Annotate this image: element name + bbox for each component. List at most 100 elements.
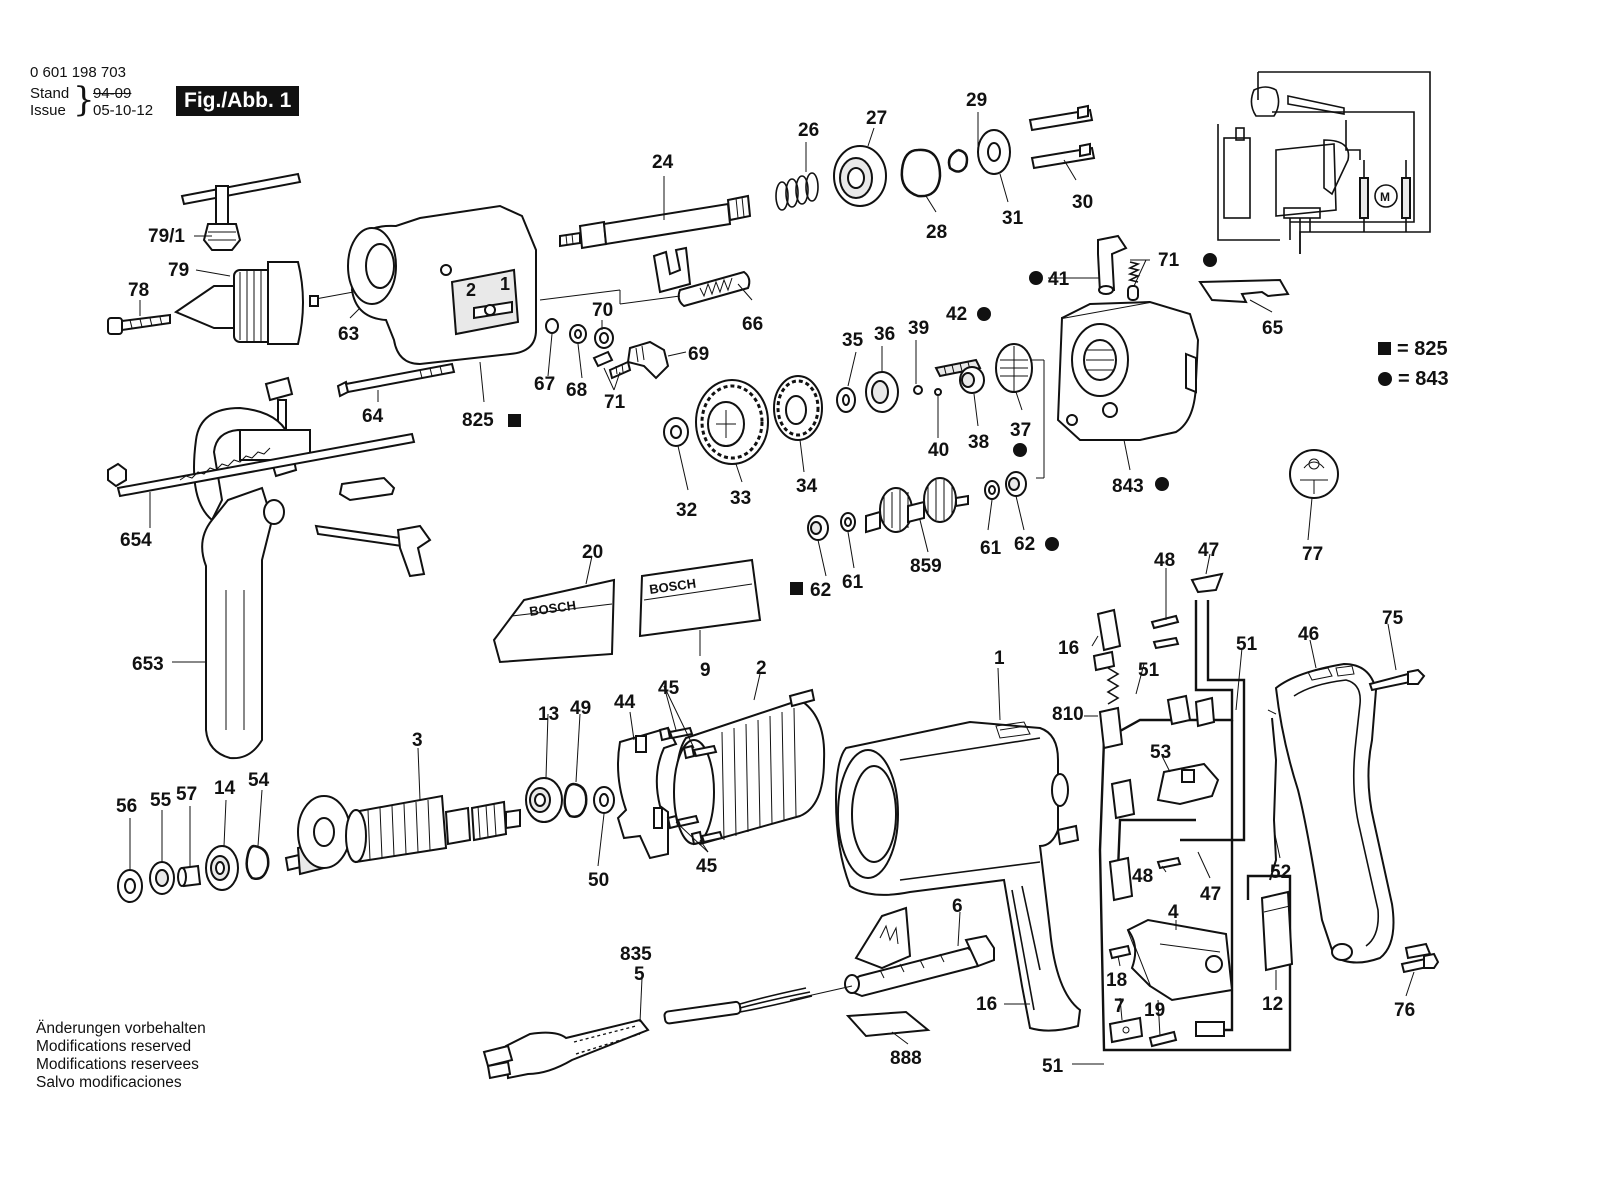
- chuck-key-drawing: [180, 172, 302, 251]
- note-line: Modifications reservees: [36, 1056, 199, 1073]
- svg-text:2: 2: [466, 280, 476, 300]
- callout-27: 27: [866, 108, 887, 129]
- callout-48-lower: 48: [1132, 866, 1153, 887]
- dot-marker-71: [1203, 253, 1217, 267]
- callout-48-upper: 48: [1154, 550, 1175, 571]
- callout-4: 4: [1168, 902, 1179, 923]
- callout-57: 57: [176, 784, 197, 805]
- lock-pin-drawing: [1097, 234, 1128, 295]
- side-handle-drawing: [193, 376, 311, 760]
- dot-marker-843: [1155, 477, 1169, 491]
- callout-35: 35: [842, 330, 864, 351]
- svg-text:1: 1: [500, 274, 510, 294]
- callout-51-bottom: 51: [1042, 1056, 1064, 1077]
- callout-45-upper: 45: [658, 678, 680, 699]
- spring-drawing: [775, 172, 819, 211]
- callout-13: 13: [538, 704, 559, 725]
- callout-76: 76: [1394, 1000, 1415, 1021]
- callout-7: 7: [1114, 996, 1125, 1017]
- callout-51-top: 51: [1236, 634, 1258, 655]
- callout-843: 843: [1112, 476, 1144, 497]
- callout-16-upper: 16: [1058, 638, 1079, 659]
- callout-5: 5: [634, 964, 645, 985]
- shift-knob-drawing: [626, 340, 670, 380]
- callout-32: 32: [676, 500, 697, 521]
- callout-24: 24: [652, 152, 674, 173]
- callout-653: 653: [132, 654, 164, 675]
- callout-62-left: 62: [810, 580, 831, 601]
- callout-67: 67: [534, 374, 555, 395]
- callout-37: 37: [1010, 420, 1031, 441]
- callout-46: 46: [1298, 624, 1319, 645]
- legend-circle-text: = 843: [1398, 368, 1449, 390]
- callout-1: 1: [994, 648, 1005, 669]
- leader-lines: [129, 112, 1415, 1065]
- callout-38: 38: [968, 432, 989, 453]
- dot-marker-62: [1045, 537, 1059, 551]
- callout-3: 3: [412, 730, 423, 751]
- depth-gauge-drawing: [107, 432, 432, 578]
- figure-label: Fig./Abb. 1: [176, 86, 300, 116]
- brand-plate-left: BOSCH: [492, 578, 616, 664]
- brand-plate-left-text: BOSCH: [528, 598, 577, 619]
- note-line: Salvo modificaciones: [36, 1074, 182, 1091]
- callout-65: 65: [1262, 318, 1284, 339]
- callout-55: 55: [150, 790, 172, 811]
- callout-62-right: 62: [1014, 534, 1035, 555]
- brace-icon: }: [73, 80, 95, 120]
- note-line: Modifications reserved: [36, 1038, 192, 1055]
- callout-16-lower: 16: [976, 994, 997, 1015]
- callout-29: 29: [966, 90, 987, 111]
- issue-label: Issue: [30, 102, 66, 119]
- motor-housing-drawing: [834, 720, 1082, 1032]
- callout-61-right: 61: [980, 538, 1002, 559]
- callout-859: 859: [910, 556, 942, 577]
- callout-50: 50: [588, 870, 609, 891]
- issue-date: 05-10-12: [93, 102, 154, 119]
- callout-44: 44: [614, 692, 636, 713]
- callout-69: 69: [688, 344, 709, 365]
- service-symbol-drawing: [1289, 449, 1339, 499]
- shift-fork-drawing: [652, 246, 751, 308]
- square-marker-62: [790, 582, 803, 595]
- brand-plate-right: BOSCH: [638, 558, 762, 638]
- callout-64: 64: [362, 406, 384, 427]
- brand-plate-right-text: BOSCH: [648, 576, 697, 597]
- drill-chuck-drawing: [173, 261, 304, 345]
- circle-icon: [1378, 372, 1392, 386]
- callout-835: 835: [620, 944, 652, 965]
- wiring-schematic-drawing: M: [1217, 71, 1431, 254]
- dot-marker-37: [1013, 443, 1027, 457]
- callout-2: 2: [756, 658, 767, 679]
- legend-square-text: = 825: [1397, 338, 1448, 360]
- callout-56: 56: [116, 796, 137, 817]
- callout-12: 12: [1262, 994, 1283, 1015]
- callout-labels: 79/1 79 78 63 24 26 27 29 28 31 30 66 70…: [116, 90, 1415, 1077]
- callout-79: 79: [168, 260, 189, 281]
- callout-49: 49: [570, 698, 591, 719]
- callout-30: 30: [1072, 192, 1093, 213]
- callout-14: 14: [214, 778, 236, 799]
- callout-61-left: 61: [842, 572, 864, 593]
- callout-77: 77: [1302, 544, 1323, 565]
- callout-79-1: 79/1: [148, 226, 185, 247]
- callout-68: 68: [566, 380, 587, 401]
- support-bracket-drawing: [844, 906, 995, 998]
- power-cord-drawing: [482, 985, 853, 1080]
- callout-34: 34: [796, 476, 818, 497]
- callout-51-mid: 51: [1138, 660, 1160, 681]
- chuck-screw-drawing: [107, 313, 171, 335]
- callout-36: 36: [874, 324, 895, 345]
- stand-label: Stand: [30, 85, 70, 102]
- svg-text:M: M: [1380, 190, 1390, 204]
- callout-53: 53: [1150, 742, 1171, 763]
- gear-set-drawing: [663, 343, 1033, 541]
- armature-drawing: [284, 794, 521, 876]
- callout-6: 6: [952, 896, 963, 917]
- old-date: 94-09: [93, 85, 132, 102]
- callout-45-lower: 45: [696, 856, 718, 877]
- intermediate-flange-drawing: [1056, 300, 1200, 441]
- callout-78: 78: [128, 280, 149, 301]
- callout-42: 42: [946, 304, 967, 325]
